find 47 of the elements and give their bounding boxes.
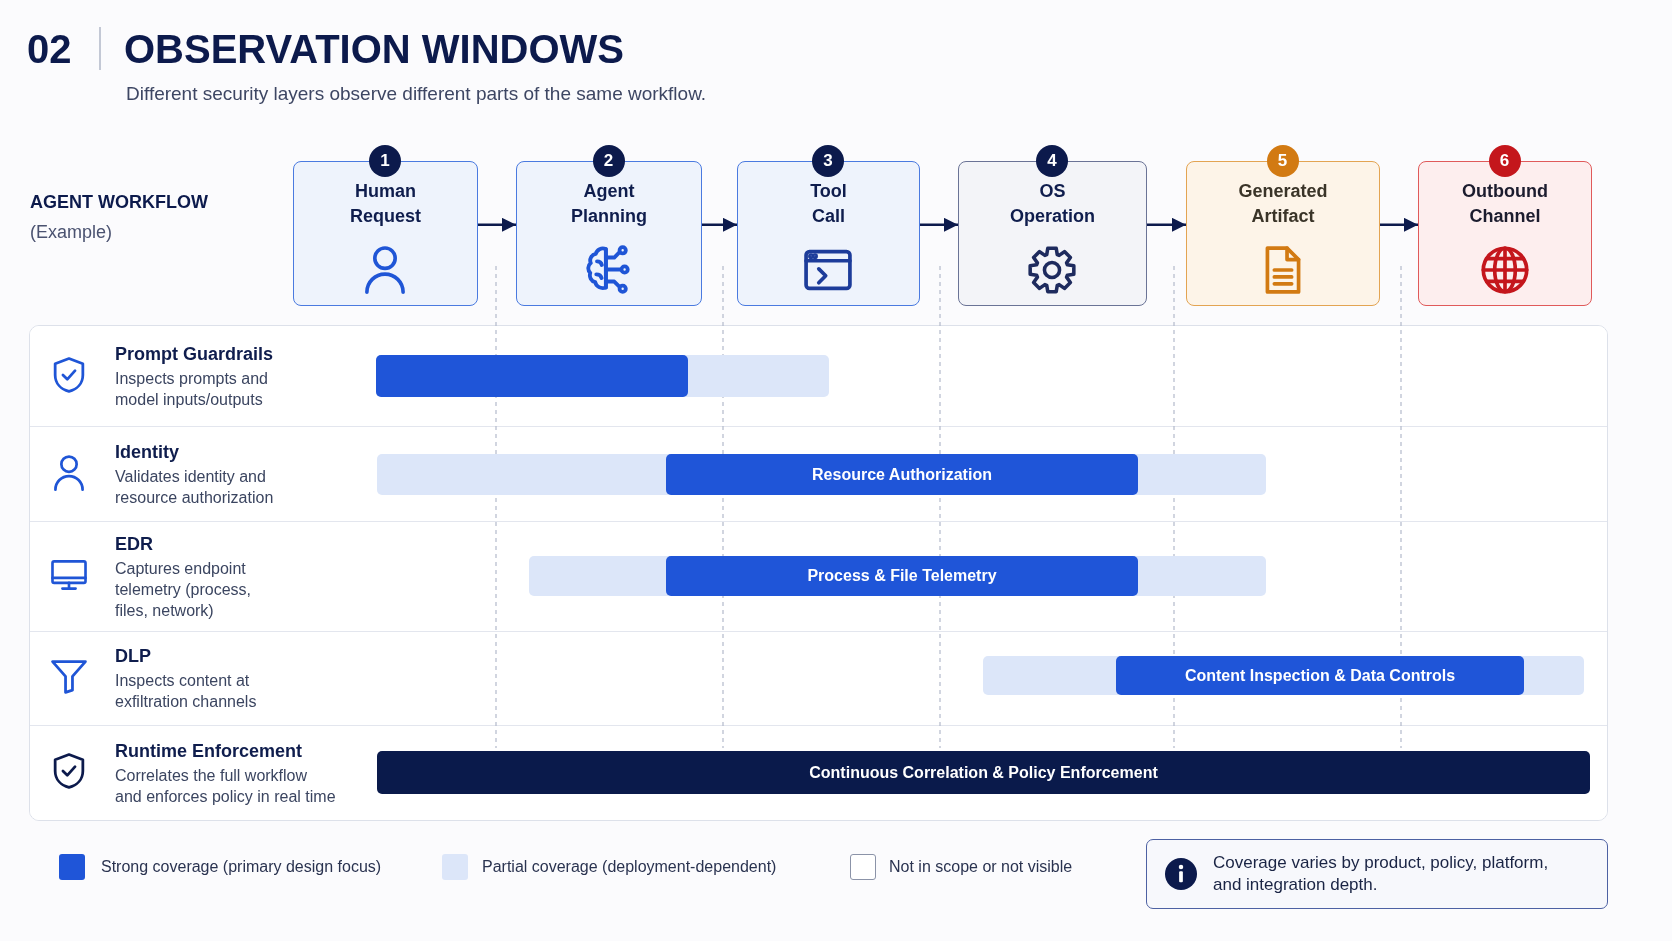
step-number: 5 bbox=[1266, 144, 1299, 177]
section-heading: AGENT WORKFLOW bbox=[30, 192, 208, 213]
arrow bbox=[478, 217, 516, 232]
row-heading: Prompt Guardrails bbox=[115, 342, 274, 366]
step-title: OS Operation bbox=[1009, 180, 1096, 228]
legend-text: Partial coverage (deployment-dependent) bbox=[482, 857, 777, 877]
arrow bbox=[920, 217, 958, 232]
row-description: Inspects prompts and model inputs/outputs bbox=[115, 368, 269, 410]
step-title: Tool Call bbox=[809, 180, 848, 228]
row-description: Correlates the full workflow and enforces policy in real time bbox=[115, 765, 337, 807]
strong-coverage-bar: Content Inspection & Data Controls bbox=[1116, 656, 1524, 695]
partial-coverage-bar bbox=[376, 355, 829, 397]
enforcement-bar: Continuous Correlation & Policy Enforcement bbox=[377, 751, 1590, 794]
note-text: Coverage varies by product, policy, platform, and integration depth. bbox=[1213, 852, 1550, 896]
row-heading: Identity bbox=[115, 440, 179, 464]
arrow bbox=[702, 217, 737, 232]
step-number: 6 bbox=[1488, 144, 1521, 177]
legend-text: Not in scope or not visible bbox=[889, 857, 1073, 877]
row-heading: Runtime Enforcement bbox=[115, 739, 303, 763]
partial-coverage-bar bbox=[377, 454, 1266, 495]
step-number: 1 bbox=[369, 144, 401, 177]
table-row bbox=[30, 326, 1607, 427]
strong-coverage-bar: Resource Authorization bbox=[666, 454, 1138, 495]
strong-coverage-bar bbox=[376, 355, 688, 397]
info-note bbox=[1146, 839, 1608, 909]
partial-coverage-bar bbox=[983, 656, 1584, 695]
row-heading: EDR bbox=[115, 532, 153, 556]
partial-coverage-bar bbox=[529, 556, 1266, 596]
row-heading: DLP bbox=[115, 645, 151, 668]
step-title: Agent Planning bbox=[570, 180, 648, 228]
strong-coverage-bar: Process & File Telemetry bbox=[666, 556, 1138, 596]
step-number: 3 bbox=[812, 144, 844, 177]
step-number: 4 bbox=[1036, 144, 1068, 177]
row-description: Captures endpoint telemetry (process, files, network) bbox=[115, 558, 253, 621]
subtitle: Different security layers observe different parts of the same workflow. bbox=[126, 83, 707, 105]
step-title: Outbound Channel bbox=[1461, 180, 1549, 228]
arrow bbox=[1380, 217, 1418, 232]
arrow bbox=[1147, 217, 1186, 232]
section-number: 02 bbox=[27, 26, 72, 72]
section-note: (Example) bbox=[30, 222, 113, 243]
step-title: Generated Artifact bbox=[1237, 180, 1329, 228]
page-title: OBSERVATION WINDOWS bbox=[124, 26, 624, 72]
row-description: Inspects content at exfiltration channels bbox=[115, 671, 258, 712]
row-description: Validates identity and resource authorization bbox=[115, 466, 275, 508]
step-number: 2 bbox=[592, 144, 625, 177]
step-title: Human Request bbox=[349, 180, 422, 228]
legend-text: Strong coverage (primary design focus) bbox=[101, 857, 382, 877]
